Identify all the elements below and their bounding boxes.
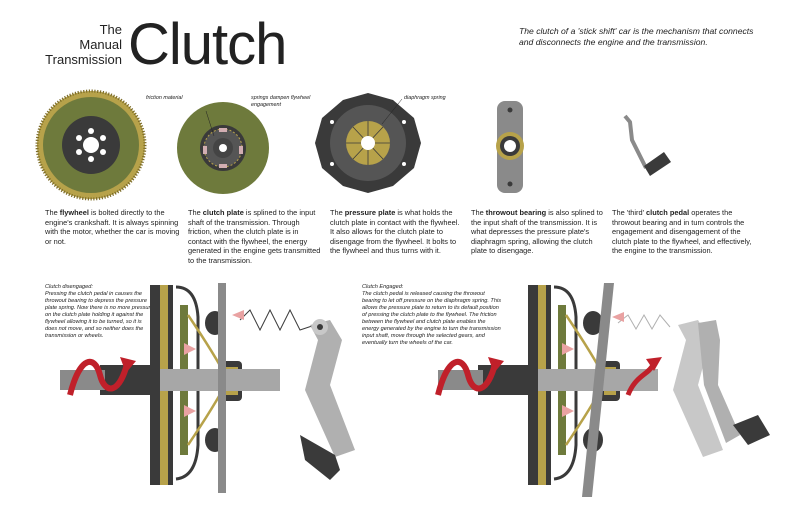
clutch-plate-disengaged: [218, 283, 226, 493]
pressure-plate-illustration: [315, 93, 421, 193]
return-spring: [239, 308, 316, 332]
rotation-arrow-engaged-left: [435, 358, 499, 396]
return-spring-relaxed: [617, 313, 671, 331]
note-engaged-text: The clutch pedal is released causing the…: [362, 291, 501, 346]
desc-clutch-plate: The clutch plate is splined to the input…: [188, 208, 321, 265]
note-disengaged-heading: Clutch disengaged:: [45, 284, 93, 290]
label-diaphragm-spring: diaphragm spring: [404, 95, 446, 101]
desc-throwout-bearing: The throwout bearing is also splined to …: [471, 208, 603, 256]
clutch-plate-illustration: [177, 102, 269, 194]
clutch-plate-engaged: [582, 283, 614, 497]
page-title: Clutch: [128, 12, 287, 77]
pedal-disengaged: [300, 319, 355, 480]
flywheel-illustration: [35, 89, 147, 201]
pedal-engaged: [673, 320, 770, 457]
note-engaged-heading: Clutch Engaged:: [362, 284, 404, 290]
title-line-the: The: [99, 22, 122, 37]
note-disengaged-text: Pressing the clutch pedal in causes the …: [45, 291, 154, 339]
desc-clutch-pedal: The 'third' clutch pedal operates the th…: [612, 208, 752, 256]
note-disengaged: Clutch disengaged: Pressing the clutch p…: [45, 284, 155, 340]
assembly-engaged: [435, 283, 770, 497]
note-engaged: Clutch Engaged: The clutch pedal is rele…: [362, 284, 502, 347]
rotation-arrow-disengaged: [67, 358, 131, 396]
title-line-manual: Manual: [79, 37, 122, 52]
label-friction-material: friction material: [146, 95, 183, 101]
assembly-disengaged: [58, 283, 355, 493]
label-springs: springs dampen flywheel engagement: [251, 95, 311, 108]
desc-flywheel: The flywheel is bolted directly to the e…: [45, 208, 180, 246]
intro-text: The clutch of a 'stick shift' car is the…: [519, 26, 754, 47]
desc-pressure-plate: The pressure plate is what holds the clu…: [330, 208, 460, 256]
title-line-transmission: Transmission: [45, 52, 122, 67]
title-prefix: The Manual Transmission: [36, 22, 122, 67]
throwout-bearing-illustration: [496, 101, 524, 193]
clutch-pedal-illustration: [623, 114, 671, 176]
